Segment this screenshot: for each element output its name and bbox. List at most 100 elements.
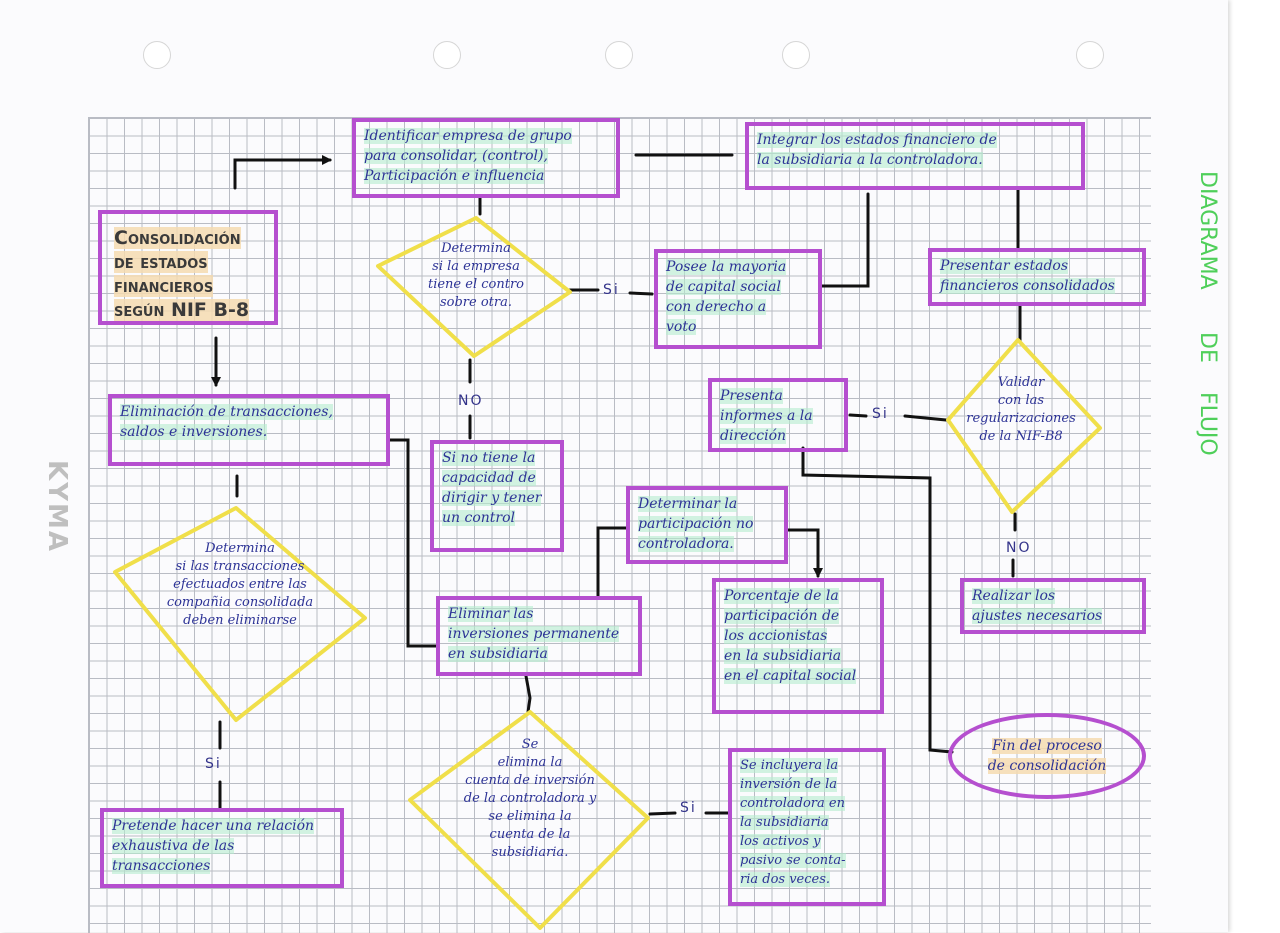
box-determinar-participacion: Determinar la participación no controlad… — [626, 486, 788, 564]
box-line: Se incluyera la — [740, 758, 839, 773]
box-line: Presentar estados — [940, 258, 1069, 274]
diamond-text-validar: Validar con las regularizaciones de la N… — [954, 374, 1088, 446]
diamond-line: Determina — [441, 241, 511, 256]
diamond-line: cuenta de la — [489, 827, 571, 842]
diamond-text-determina-control: Determina si la empresa tiene el contro … — [398, 240, 554, 312]
connector-posee-integrar — [820, 192, 870, 288]
box-line: Presenta — [720, 388, 783, 404]
label-si: Si — [872, 406, 889, 422]
punch-hole — [605, 41, 633, 69]
box-line: de capital social — [666, 279, 781, 295]
box-line: en subsidiaria — [448, 646, 548, 662]
box-no-tiene: Si no tiene la capacidad de dirigir y te… — [430, 440, 564, 552]
box-line: Si no tiene la — [442, 450, 536, 466]
box-line: dirigir y tener — [442, 490, 542, 506]
diamond-line: subsidiaria. — [491, 845, 569, 860]
box-line: Eliminación de transacciones, — [120, 404, 333, 420]
box-line: participación de — [724, 608, 840, 624]
side-title-word: DIAGRAMA — [1195, 170, 1220, 290]
diamond-text-determina-transacciones: Determina si las transacciones efectuado… — [128, 540, 352, 630]
box-line: la subsidiaria a la controladora. — [757, 152, 983, 168]
connector-diamond-incluyera — [648, 811, 730, 816]
connector-participacion-porcentaje — [785, 528, 823, 578]
connector-inversiones-diamond — [524, 674, 532, 714]
diamond-line: deben eliminarse — [183, 613, 297, 628]
side-title-word: DE — [1195, 331, 1220, 363]
box-line: voto — [666, 319, 697, 335]
diamond-line: Se — [521, 737, 539, 752]
box-line: ajustes necesarios — [972, 608, 1103, 624]
box-presentar: Presentar estados financieros consolidad… — [928, 248, 1146, 306]
connector-informes-fin — [801, 446, 954, 754]
box-line: Eliminar las — [448, 606, 534, 622]
box-line: controladora en — [740, 796, 845, 811]
connector-title-identificar — [233, 155, 332, 190]
connector-validar-informes — [848, 413, 948, 422]
diamond-line: regularizaciones — [966, 411, 1076, 426]
punch-hole — [1076, 41, 1104, 69]
box-eliminacion: Eliminación de transacciones, saldos e i… — [108, 394, 390, 466]
box-line: informes a la — [720, 408, 813, 424]
title-line: según NIF B-8 — [114, 299, 250, 321]
box-line: Determinar la — [638, 496, 738, 512]
label-si: Si — [680, 800, 697, 816]
box-integrar: Integrar los estados financiero de la su… — [745, 122, 1085, 190]
diamond-line: si las transacciones — [175, 559, 305, 574]
label-si: Si — [205, 756, 222, 772]
box-line: la subsidiaria — [740, 815, 829, 830]
diamond-line: tiene el contro — [427, 277, 524, 292]
diamond-line: se elimina la — [488, 809, 572, 824]
title-line: Consolidación — [114, 227, 241, 249]
box-line: participación no — [638, 516, 754, 532]
diamond-validar — [946, 338, 1102, 514]
box-line: Identificar empresa de grupo — [364, 128, 572, 144]
diamond-line: Validar — [997, 375, 1045, 390]
box-line: Realizar los — [972, 588, 1056, 604]
connector-validar-realizar — [1011, 512, 1017, 578]
title-line: financieros — [114, 275, 214, 297]
box-line: Integrar los estados financiero de — [757, 132, 997, 148]
box-line: inversiones permanente — [448, 626, 620, 642]
box-pretende: Pretende hacer una relación exhaustiva d… — [100, 808, 344, 888]
box-line: Posee la mayoria — [666, 259, 787, 275]
box-porcentaje: Porcentaje de la participación de los ac… — [712, 578, 884, 714]
connector-diamond-posee — [568, 288, 654, 296]
box-line: los activos y — [740, 834, 821, 849]
box-line: financieros consolidados — [940, 278, 1115, 294]
box-identificar: Identificar empresa de grupo para consol… — [352, 118, 620, 198]
diamond-line: Determina — [205, 541, 275, 556]
notebook-paper — [88, 41, 1151, 933]
box-incluyera: Se incluyera la inversión de la controla… — [728, 748, 886, 906]
diamond-line: de la controladora y — [463, 791, 597, 806]
box-line: con derecho a — [666, 299, 767, 315]
diamond-line: con las — [997, 393, 1045, 408]
diamond-line: elimina la — [497, 755, 563, 770]
box-presenta-informes: Presenta informes a la dirección — [708, 378, 848, 452]
box-line: los accionistas — [724, 628, 828, 644]
box-line: Participación e influencia — [364, 168, 545, 184]
box-line: Porcentaje de la — [724, 588, 839, 604]
label-no: NO — [458, 393, 484, 409]
box-line: controladora. — [638, 536, 734, 552]
box-line: pasivo se conta- — [740, 853, 846, 868]
diamond-text-elimina-cuenta: Se elimina la cuenta de inversión de la … — [440, 736, 620, 862]
punch-hole — [433, 41, 461, 69]
box-line: inversión de la — [740, 777, 837, 792]
diamond-line: compañia consolidada — [166, 595, 314, 610]
diamond-determina-control — [376, 216, 572, 358]
box-realizar: Realizar los ajustes necesarios — [960, 578, 1146, 634]
diamond-line: sobre otra. — [439, 295, 512, 310]
end-line: de consolidación — [987, 758, 1107, 774]
side-title: DIAGRAMA DE FLUJO — [1190, 150, 1224, 464]
box-line: un control — [442, 510, 515, 526]
title-line: de estados — [114, 251, 208, 273]
punch-hole — [143, 41, 171, 69]
box-line: ria dos veces. — [740, 872, 831, 887]
box-line: transacciones — [112, 858, 211, 874]
box-line: exhaustiva de las — [112, 838, 235, 854]
diamond-line: cuenta de inversión — [465, 773, 595, 788]
label-no: NO — [1006, 540, 1032, 556]
grid-background — [88, 117, 1151, 933]
box-line: dirección — [720, 428, 787, 444]
